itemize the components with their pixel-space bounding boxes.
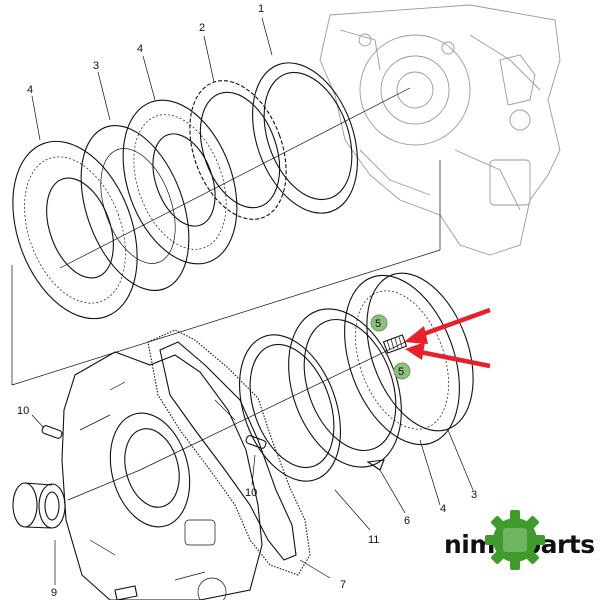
callout-10-right: 10: [245, 487, 257, 499]
callout-1: 1: [258, 3, 264, 15]
callout-11: 11: [368, 534, 379, 546]
front-cover-plate: [61, 351, 263, 600]
bolt: [114, 585, 138, 600]
badge-5-top: [370, 314, 388, 332]
callout-5-top: 5: [375, 318, 381, 330]
upper-steel-plate-3: [80, 124, 190, 292]
badge-5-bottom: [393, 362, 411, 380]
callout-4-upper-left: 4: [27, 84, 33, 96]
callout-2: 2: [199, 22, 205, 34]
red-arrow-top: [404, 307, 491, 344]
upper-axis-line: [59, 87, 411, 269]
bushing-leader: [67, 469, 141, 501]
upper-drum-1: [252, 62, 358, 214]
callout-7: 7: [340, 579, 346, 591]
watermark-logo: nimerparts: [444, 510, 595, 570]
red-arrow-bottom: [405, 342, 491, 369]
seal-ring-11: [239, 334, 341, 482]
callout-leaders: [11, 17, 474, 585]
callout-5-bottom: 5: [398, 366, 404, 378]
dowel-pin-10-right: [245, 435, 267, 449]
callout-4-upper-right: 4: [137, 43, 143, 55]
upper-friction-disc-4-left: [12, 140, 138, 320]
callout-9: 9: [51, 587, 57, 599]
callout-4-lower: 4: [440, 503, 446, 515]
lower-friction-disc-4: [344, 274, 460, 446]
callout-3-upper: 3: [93, 60, 99, 72]
callout-10-left: 10: [17, 405, 29, 417]
transmission-housing: [319, 4, 561, 256]
gasket-7: [147, 329, 311, 576]
bushing-9: [12, 482, 66, 529]
callout-6: 6: [404, 515, 410, 527]
springs-5: [382, 334, 408, 354]
lower-steel-plate-3: [366, 272, 474, 432]
callout-3-lower: 3: [471, 489, 477, 501]
upper-gear-ring-2: [189, 80, 287, 220]
gear-icon: [485, 510, 545, 570]
dowel-pin-10-left: [41, 425, 63, 439]
upper-friction-disc-4-right: [122, 99, 238, 265]
